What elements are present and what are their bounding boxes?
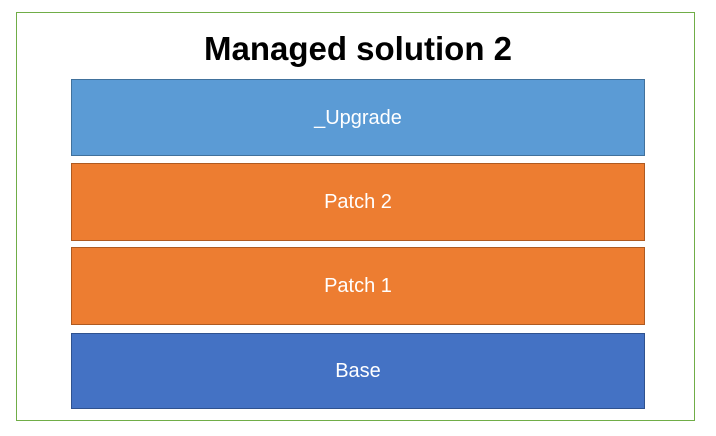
layer-patch-1-label: Patch 1 <box>324 275 392 297</box>
layer-patch-2: Patch 2 <box>71 163 645 241</box>
layer-upgrade: _Upgrade <box>71 79 645 156</box>
layer-base-label: Base <box>335 360 381 382</box>
diagram-title: Managed solution 2 <box>203 30 513 67</box>
layer-patch-2-label: Patch 2 <box>324 191 392 213</box>
layer-base: Base <box>71 333 645 409</box>
layer-patch-1: Patch 1 <box>71 247 645 325</box>
layer-upgrade-label: _Upgrade <box>314 106 402 129</box>
